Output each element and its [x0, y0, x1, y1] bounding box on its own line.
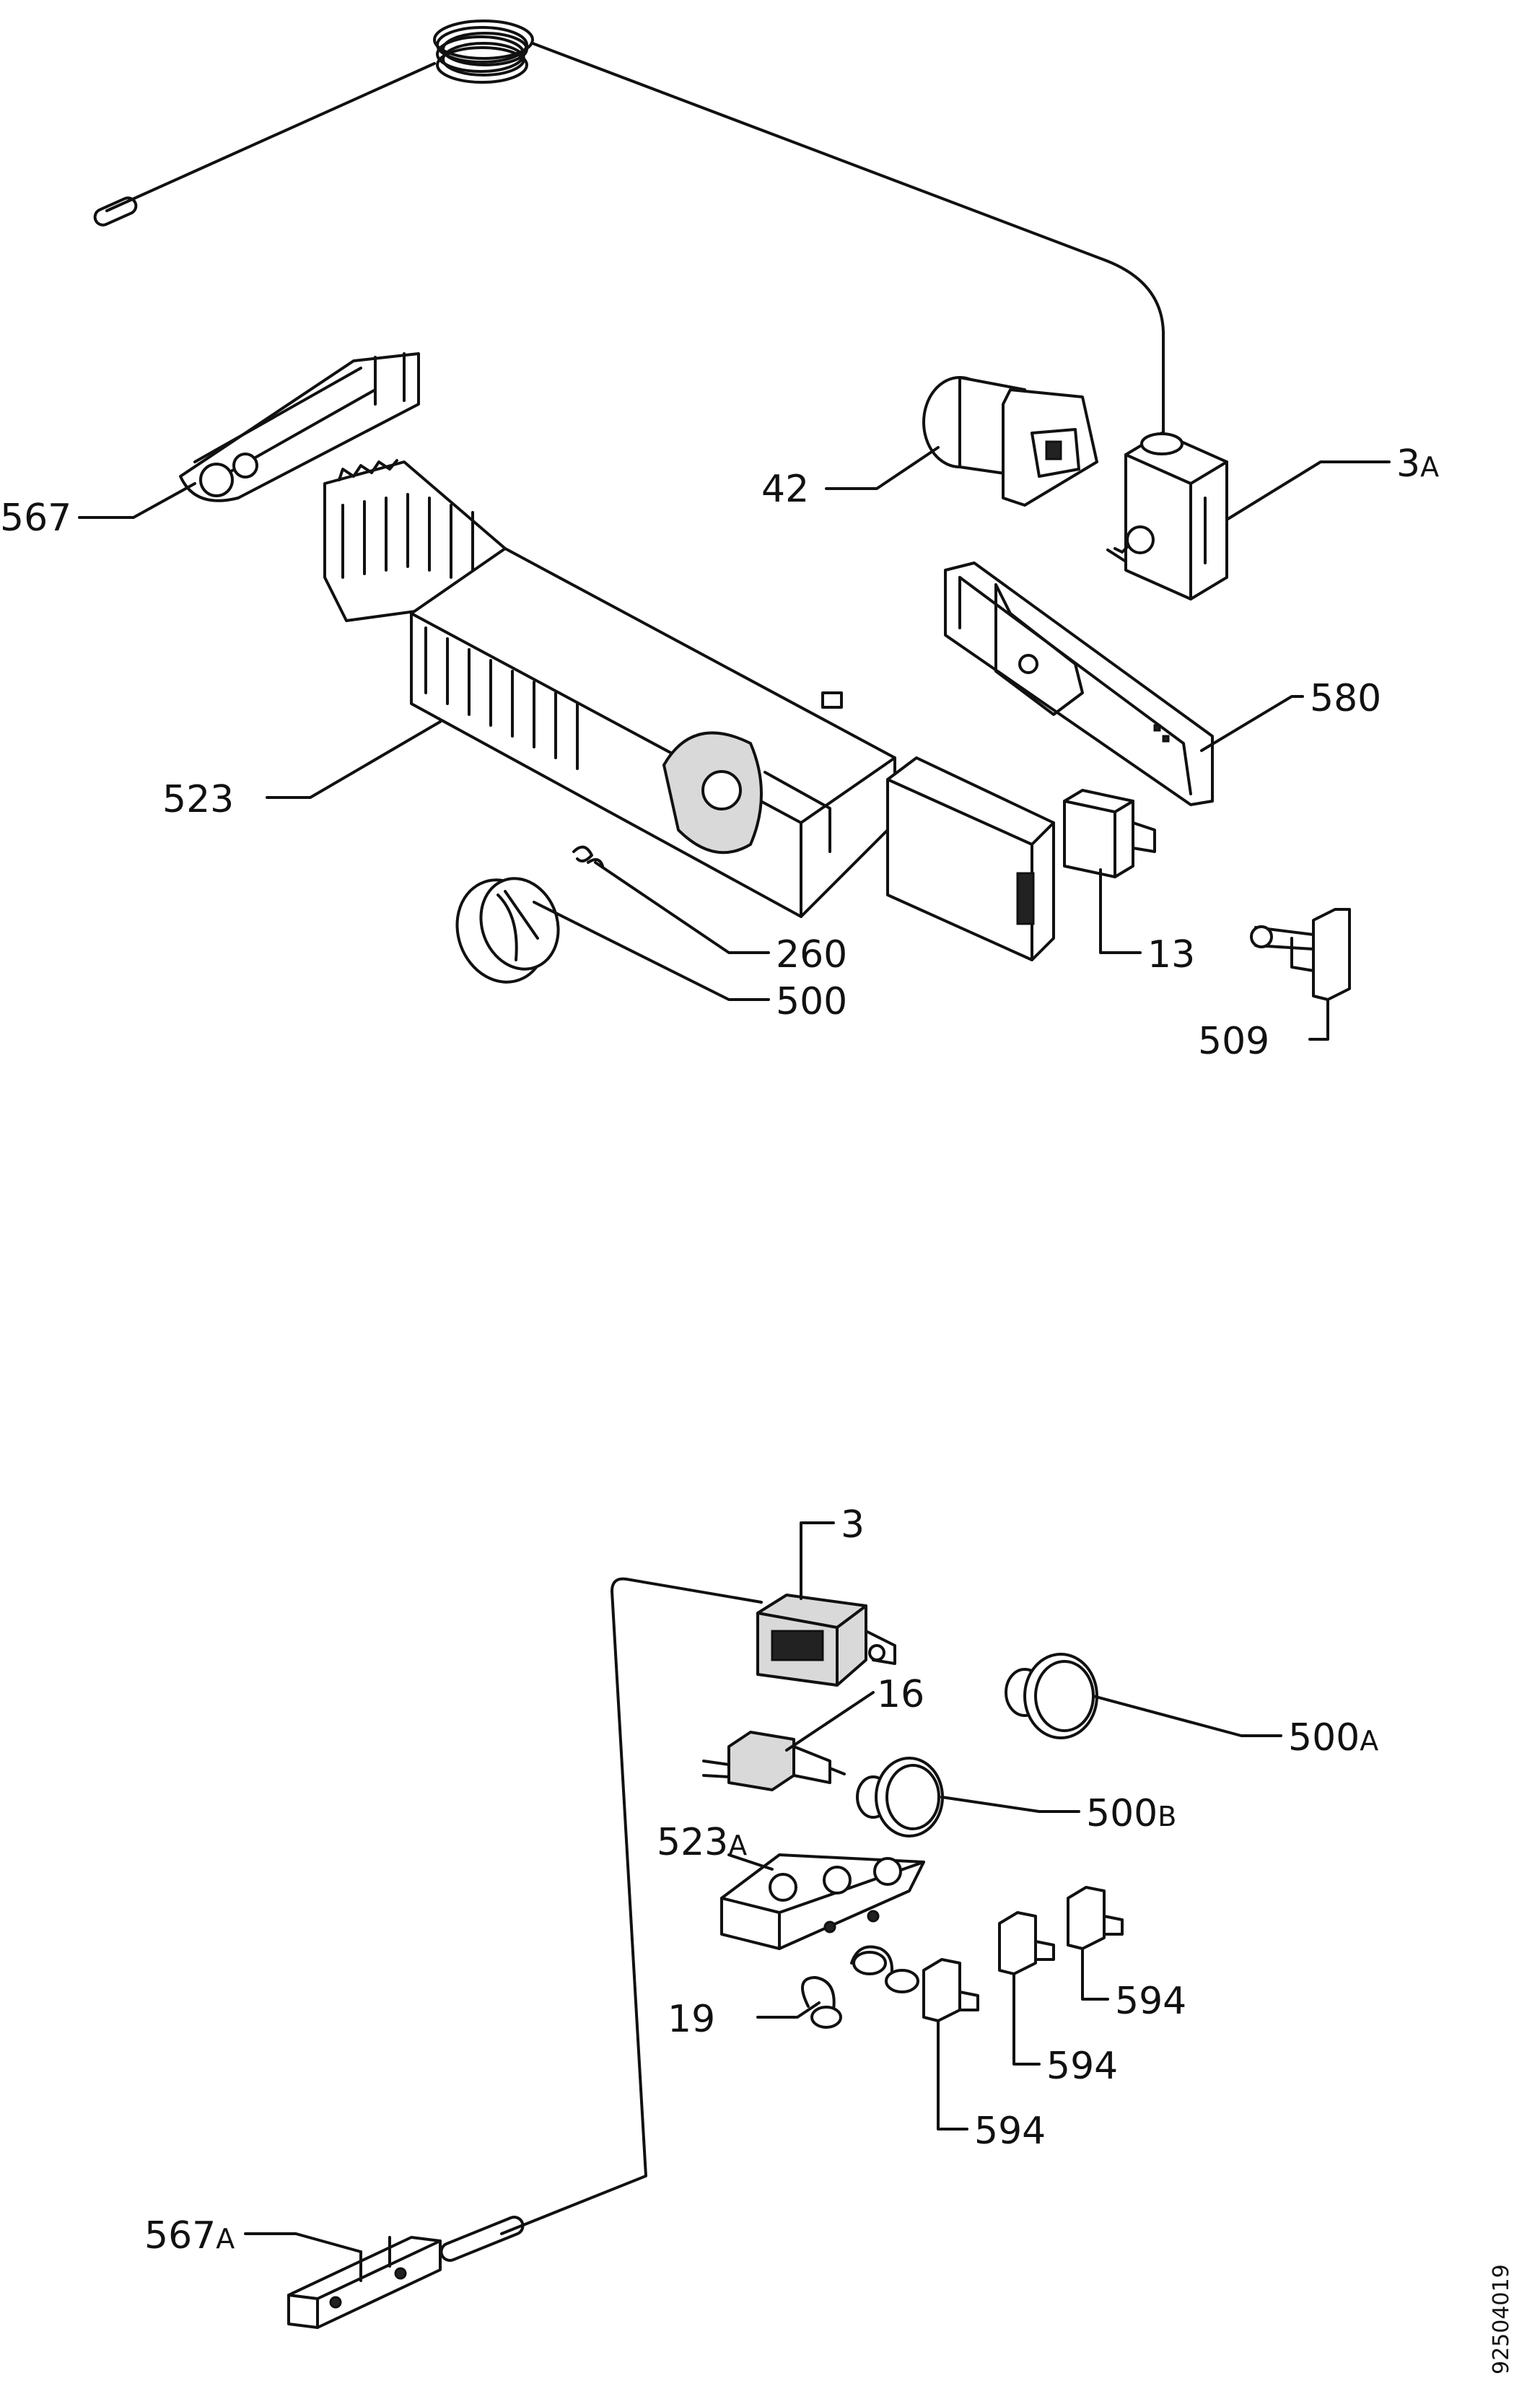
callout-42: 42: [761, 468, 809, 511]
clip-260: [572, 845, 604, 868]
callout-500a: 500A: [1288, 1716, 1378, 1760]
callout-523a: 523A: [657, 1821, 747, 1864]
callout-523a-number: 523: [657, 1821, 728, 1864]
sensor-holder-clip-567: [179, 352, 420, 502]
callout-500: 500: [776, 980, 847, 1023]
callout-13: 13: [1147, 933, 1195, 976]
callout-567a: 567A: [144, 2214, 235, 2258]
knob-500b: [856, 1757, 944, 1837]
callout-3a-number: 3: [1396, 442, 1420, 486]
panel-580: [944, 561, 1214, 806]
callout-500b-number: 500: [1086, 1792, 1158, 1835]
control-housing-523: [410, 547, 896, 918]
knob-500: [455, 877, 560, 984]
callout-3a: 3A: [1396, 442, 1439, 486]
callout-3: 3: [841, 1503, 865, 1547]
callout-580: 580: [1310, 677, 1381, 720]
callout-509: 509: [1198, 1020, 1269, 1063]
connector-509: [1250, 908, 1351, 1001]
leader-lines: [78, 446, 1391, 2253]
callout-500a-suffix: A: [1360, 1725, 1378, 1757]
capillary-wire-bottom: [439, 1577, 763, 2262]
bulbs-19: [801, 1945, 919, 2029]
callout-3a-suffix: A: [1420, 451, 1439, 483]
sensor-holder-567a: [287, 2236, 442, 2329]
callout-500a-number: 500: [1288, 1716, 1360, 1760]
callout-523a-suffix: A: [728, 1830, 747, 1861]
switch-16: [702, 1731, 846, 1791]
callout-523: 523: [162, 778, 234, 821]
callout-594-middle: 594: [1046, 2045, 1118, 2088]
callout-567a-suffix: A: [216, 2223, 235, 2255]
callout-567a-number: 567: [144, 2214, 216, 2258]
callout-19: 19: [668, 1998, 715, 2041]
thermostat-3a: [1106, 432, 1228, 600]
callout-500b: 500B: [1086, 1792, 1176, 1835]
callout-260: 260: [776, 933, 847, 976]
callout-16: 16: [877, 1673, 924, 1716]
drawing-number: 92504019: [1489, 2264, 1514, 2374]
callout-594-bottom: 594: [974, 2110, 1046, 2153]
thermostat-3: [756, 1594, 896, 1687]
housing-end-cap: [886, 756, 1055, 961]
capillary-tube: [93, 19, 1165, 434]
callout-500b-suffix: B: [1158, 1801, 1176, 1832]
switch-13: [1063, 789, 1156, 878]
lamp-strip-523a: [720, 1853, 925, 1950]
callout-567: 567: [0, 497, 71, 540]
lamp-holder-42: [922, 376, 1098, 507]
knob-500a: [1005, 1653, 1098, 1739]
callout-594-top: 594: [1115, 1980, 1186, 2023]
buttons-594: [922, 1886, 1124, 2022]
